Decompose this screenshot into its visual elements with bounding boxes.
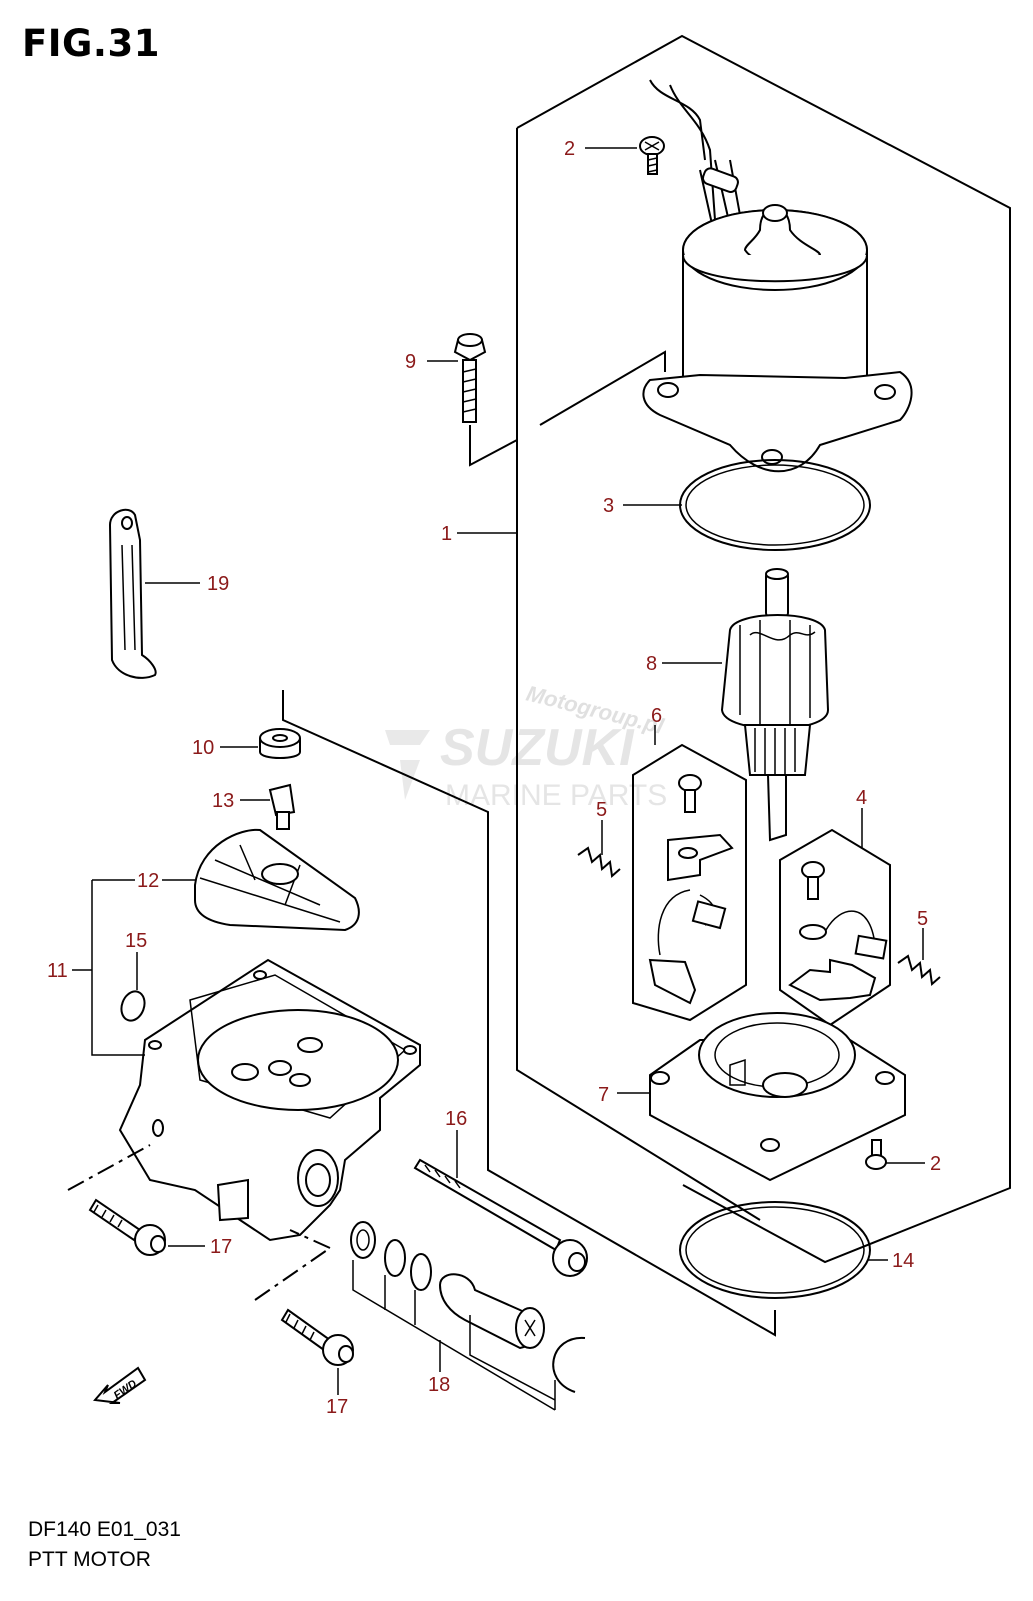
screw-icon (865, 1139, 887, 1170)
guide-line-9 (469, 350, 666, 467)
spring-left-icon (577, 846, 621, 878)
strap-icon (108, 508, 157, 679)
brush-holder-right-icon (779, 828, 891, 1027)
callout-1: 1 (441, 523, 452, 545)
small-o-ring-icon (120, 990, 146, 1022)
callout-5-right: 5 (917, 908, 928, 930)
screw-icon (678, 774, 702, 813)
callout-16: 16 (445, 1108, 467, 1130)
callout-17-upper: 17 (210, 1236, 232, 1258)
cover-plate-icon (194, 828, 360, 932)
pump-housing-icon (118, 958, 421, 1242)
brush-holder-left-icon (632, 743, 747, 1022)
callout-18: 18 (428, 1374, 450, 1396)
callout-8: 8 (646, 653, 657, 675)
fwd-arrow-icon: FWD (93, 1366, 147, 1404)
end-cap-icon (649, 1012, 906, 1182)
figure-code: DF140 E01_031 (28, 1518, 181, 1541)
callout-2-top: 2 (564, 138, 575, 160)
callout-17-lower: 17 (326, 1396, 348, 1418)
screw-icon (639, 136, 665, 175)
pin-icon (268, 783, 296, 830)
callout-7: 7 (598, 1084, 609, 1106)
callout-11: 11 (47, 960, 68, 982)
bolt-icon (453, 333, 487, 423)
assembly-bracket-housing (282, 690, 776, 1337)
callout-5-left: 5 (596, 799, 607, 821)
callout-15: 15 (125, 930, 147, 952)
o-ring-large-icon (679, 1201, 871, 1299)
armature-icon (720, 568, 830, 842)
watermark-logo-icon (385, 730, 430, 800)
o-ring-icon (679, 459, 871, 551)
callout-19: 19 (207, 573, 229, 595)
long-bolt-icon (413, 1158, 588, 1277)
figure-name: PTT MOTOR (28, 1548, 151, 1571)
callout-13: 13 (212, 790, 234, 812)
leader-lines (72, 147, 925, 1395)
watermark-brand: SUZUKI (440, 719, 635, 777)
spring-right-icon (897, 954, 941, 986)
figure-title: FIG.31 (22, 22, 160, 65)
bushing-icon (259, 728, 301, 759)
assembly-bracket-1 (516, 34, 1011, 1264)
screw-icon (801, 861, 825, 900)
callout-labels: 1 2 2 3 4 5 5 6 7 8 9 10 11 12 13 14 15 … (47, 138, 941, 1418)
callout-2-bottom: 2 (930, 1153, 941, 1175)
bolt-left-lower-icon (280, 1308, 354, 1366)
callout-10: 10 (192, 737, 214, 759)
watermark: Motogroup.pl SUZUKI MARINE PARTS (385, 681, 667, 812)
valve-kit-icon (350, 1221, 586, 1411)
motor-housing-icon (642, 79, 913, 473)
watermark-sub: MARINE PARTS (445, 779, 667, 812)
callout-6: 6 (651, 705, 662, 727)
callout-12: 12 (137, 870, 159, 892)
guide-line-17 (67, 1144, 331, 1301)
callout-4: 4 (856, 787, 867, 809)
callout-3: 3 (603, 495, 614, 517)
callout-9: 9 (405, 351, 416, 373)
callout-14: 14 (892, 1250, 914, 1272)
bolt-left-icon (88, 1198, 166, 1256)
